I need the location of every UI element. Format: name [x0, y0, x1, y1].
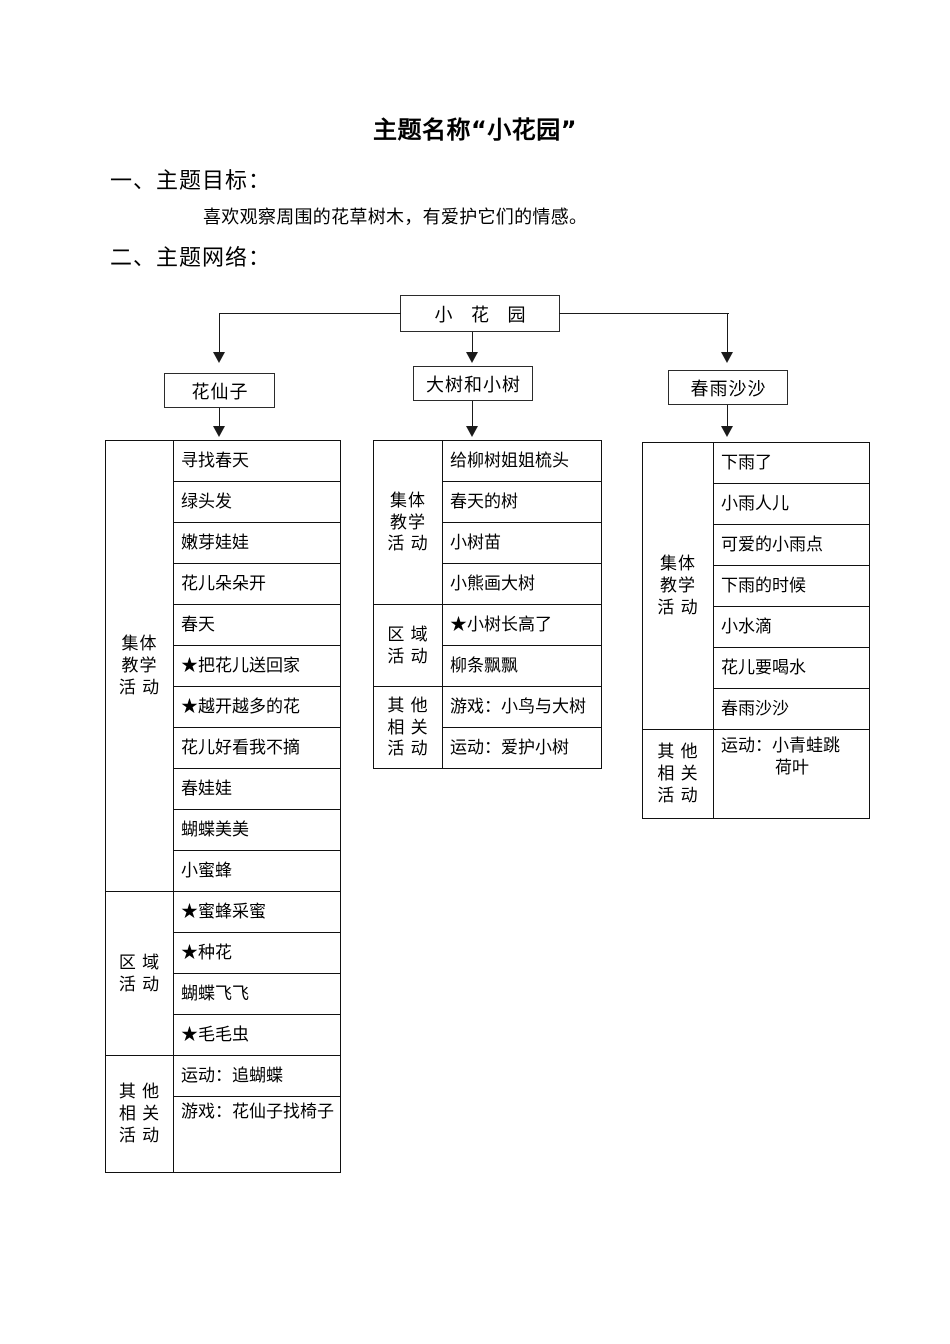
row-group-label: 其 他相 关活 动 [105, 1055, 174, 1173]
row-group-label: 区 域活 动 [105, 891, 174, 1056]
table-row: 花儿好看我不摘 [106, 727, 341, 769]
activity-item: ★种花 [173, 932, 341, 974]
row-group-label: 其 他相 关活 动 [642, 729, 714, 819]
table-row: 集体教学活 动下雨了 [642, 442, 870, 730]
diagram-child-node-flower-fairy: 花仙子 [164, 373, 275, 408]
activity-item: 绿头发 [173, 481, 341, 523]
activity-item: 花儿朵朵开 [173, 563, 341, 605]
activity-item: 小雨人儿 [713, 483, 870, 525]
table-row: 其 他相 关活 动游戏：小鸟与大树 [373, 686, 602, 769]
activity-item: 给柳树姐姐梳头 [442, 440, 602, 482]
connector-root-to-middle [472, 332, 473, 354]
row-group-label: 集体教学活 动 [105, 440, 174, 892]
activity-item: 运动：追蝴蝶 [173, 1055, 341, 1097]
activity-item: 蝴蝶飞飞 [173, 973, 341, 1015]
activity-item: 寻找春天 [173, 440, 341, 482]
table-row: 集体教学活 动寻找春天 [105, 440, 341, 892]
activity-item: 蝴蝶美美 [173, 809, 341, 851]
activity-item: 柳条飘飘 [442, 645, 602, 687]
activity-item: 可爱的小雨点 [713, 524, 870, 566]
connector-middle-child-to-table [472, 401, 473, 428]
page-title: 主题名称“小花园” [372, 116, 578, 144]
activity-item: 花儿好看我不摘 [173, 727, 341, 769]
spring-rain-table: 集体教学活 动下雨了小雨人儿可爱的小雨点下雨的时候小水滴花儿要喝水春雨沙沙其 他… [642, 442, 870, 819]
activity-item: 运动：小青蛙跳荷叶 [713, 729, 870, 819]
activity-item: 游戏：花仙子找椅子 [173, 1096, 341, 1173]
activity-item: 花儿要喝水 [713, 647, 870, 689]
row-group-label: 其 他相 关活 动 [373, 686, 443, 769]
activity-item: 嫩芽娃娃 [173, 522, 341, 564]
table-row: ★种花 [106, 932, 341, 974]
arrow-root-to-right [721, 352, 733, 363]
table-row: 蝴蝶美美 [106, 809, 341, 851]
flower-fairy-table: 集体教学活 动寻找春天绿头发嫩芽娃娃花儿朵朵开春天★把花儿送回家★越开越多的花花… [105, 440, 341, 1173]
connector-root-to-right-v [727, 313, 728, 354]
table-row: 春雨沙沙 [643, 688, 870, 730]
row-group-label: 集体教学活 动 [642, 442, 714, 730]
connector-root-to-right-h [559, 313, 729, 314]
row-group-label: 区 域活 动 [373, 604, 443, 687]
table-row: 春天 [106, 604, 341, 646]
activity-item: 小蜜蜂 [173, 850, 341, 892]
activity-item: ★毛毛虫 [173, 1014, 341, 1056]
row-group-label: 集体教学活 动 [373, 440, 443, 605]
arrow-right-child-to-table [721, 426, 733, 437]
connector-root-to-left-h [219, 313, 401, 314]
table-row: 春天的树 [374, 481, 602, 523]
arrow-middle-child-to-table [466, 426, 478, 437]
activity-item: 运动：爱护小树 [442, 727, 602, 769]
activity-item: 小水滴 [713, 606, 870, 648]
table-row: 春娃娃 [106, 768, 341, 810]
table-row: 小熊画大树 [374, 563, 602, 605]
arrow-left-child-to-table [213, 426, 225, 437]
theme-goal-text: 喜欢观察周围的花草树木，有爱护它们的情感。 [203, 207, 588, 227]
table-row: 绿头发 [106, 481, 341, 523]
table-row: 嫩芽娃娃 [106, 522, 341, 564]
table-row: 集体教学活 动给柳树姐姐梳头 [373, 440, 602, 605]
table-row: 区 域活 动★小树长高了 [373, 604, 602, 687]
activity-item: 春天 [173, 604, 341, 646]
table-row: 其 他相 关活 动运动：小青蛙跳荷叶 [642, 729, 870, 819]
diagram-root-node: 小 花 园 [400, 295, 560, 332]
activity-item: ★小树长高了 [442, 604, 602, 646]
activity-item: 小树苗 [442, 522, 602, 564]
activity-item: 春天的树 [442, 481, 602, 523]
big-tree-small-tree-table: 集体教学活 动给柳树姐姐梳头春天的树小树苗小熊画大树区 域活 动★小树长高了柳条… [373, 440, 602, 769]
activity-item: 游戏：小鸟与大树 [442, 686, 602, 728]
table-row: 其 他相 关活 动运动：追蝴蝶 [105, 1055, 341, 1173]
activity-item: ★越开越多的花 [173, 686, 341, 728]
table-row: 小蜜蜂 [106, 850, 341, 892]
table-row: 小树苗 [374, 522, 602, 564]
table-row: 蝴蝶飞飞 [106, 973, 341, 1015]
section-heading-network: 二、主题网络： [110, 245, 272, 270]
diagram-child-node-spring-rain: 春雨沙沙 [668, 370, 788, 405]
table-row: 运动：爱护小树 [374, 727, 602, 769]
activity-item: 小熊画大树 [442, 563, 602, 605]
activity-item: 春娃娃 [173, 768, 341, 810]
activity-item: ★蜜蜂采蜜 [173, 891, 341, 933]
arrow-root-to-middle [466, 352, 478, 363]
table-row: 游戏：花仙子找椅子 [106, 1096, 341, 1173]
connector-left-child-to-table [219, 408, 220, 428]
table-row: ★把花儿送回家 [106, 645, 341, 687]
table-row: 花儿要喝水 [643, 647, 870, 689]
arrow-root-to-left [213, 352, 225, 363]
table-row: 可爱的小雨点 [643, 524, 870, 566]
activity-item: ★把花儿送回家 [173, 645, 341, 687]
activity-item: 下雨了 [713, 442, 870, 484]
table-row: ★越开越多的花 [106, 686, 341, 728]
activity-item: 下雨的时候 [713, 565, 870, 607]
connector-root-to-left-v [219, 313, 220, 354]
table-row: 区 域活 动★蜜蜂采蜜 [105, 891, 341, 1056]
connector-right-child-to-table [727, 405, 728, 428]
activity-item: 春雨沙沙 [713, 688, 870, 730]
table-row: 小雨人儿 [643, 483, 870, 525]
diagram-child-node-big-small-tree: 大树和小树 [413, 366, 533, 401]
table-row: ★毛毛虫 [106, 1014, 341, 1056]
section-heading-goal: 一、主题目标： [110, 168, 272, 193]
